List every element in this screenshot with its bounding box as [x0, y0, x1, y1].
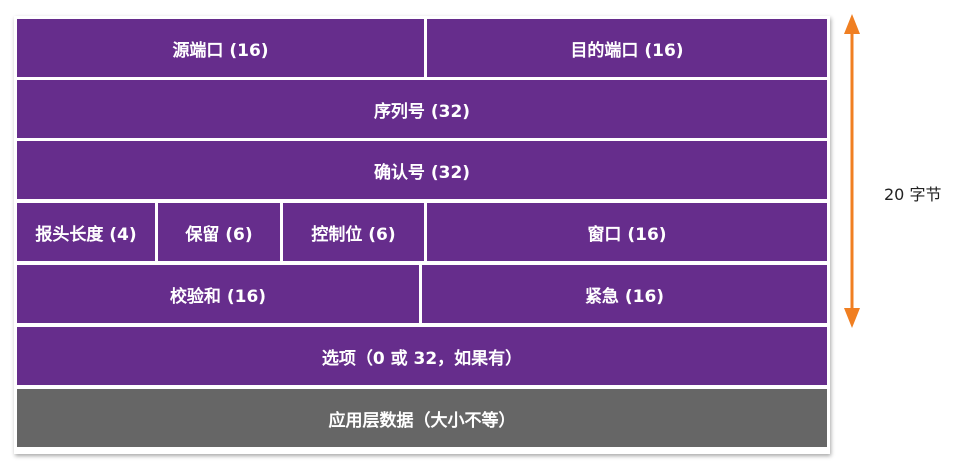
field-destination-port: 目的端口 (16): [427, 19, 827, 77]
field-source-port: 源端口 (16): [17, 19, 424, 77]
header-size-label: 20 字节: [884, 185, 942, 204]
field-header-length: 报头长度 (4): [17, 203, 155, 261]
field-control-bits: 控制位 (6): [283, 203, 424, 261]
field-checksum: 校验和 (16): [17, 265, 419, 323]
field-urgent: 紧急 (16): [422, 265, 827, 323]
row-sequence-number: 序列号 (32): [17, 80, 827, 138]
field-acknowledgment-number: 确认号 (32): [17, 141, 827, 199]
double-arrow-vertical-icon: [844, 14, 860, 328]
field-application-data: 应用层数据（大小不等）: [17, 389, 827, 447]
field-window: 窗口 (16): [427, 203, 827, 261]
field-options: 选项（0 或 32，如果有）: [17, 327, 827, 385]
row-acknowledgment-number: 确认号 (32): [17, 141, 827, 199]
field-sequence-number: 序列号 (32): [17, 80, 827, 138]
row-checksum-urgent: 校验和 (16) 紧急 (16): [17, 265, 827, 323]
arrow-head-down: [844, 308, 860, 328]
row-options: 选项（0 或 32，如果有）: [17, 327, 827, 385]
tcp-segment-box: 源端口 (16) 目的端口 (16) 序列号 (32) 确认号 (32) 报头长…: [14, 16, 830, 454]
arrow-head-up: [844, 14, 860, 34]
row-application-data: 应用层数据（大小不等）: [17, 389, 827, 447]
row-ports: 源端口 (16) 目的端口 (16): [17, 19, 827, 77]
row-flags-window: 报头长度 (4) 保留 (6) 控制位 (6) 窗口 (16): [17, 203, 827, 261]
field-reserved: 保留 (6): [158, 203, 280, 261]
